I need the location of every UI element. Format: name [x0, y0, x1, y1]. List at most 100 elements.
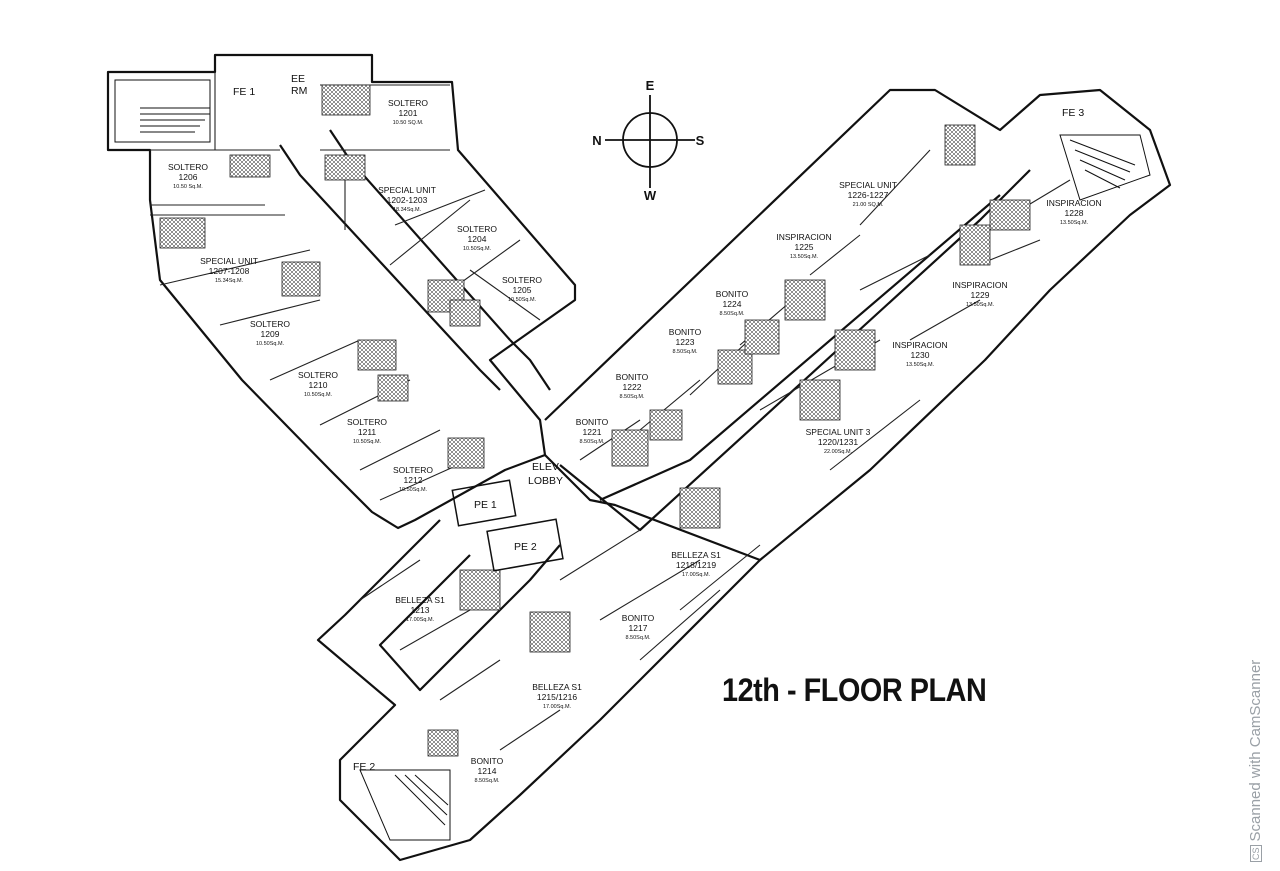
- compass-s: S: [696, 133, 705, 148]
- unit-1218: BELLEZA S1 1218/1219 17.00Sq.M.: [671, 550, 721, 578]
- svg-text:SOLTERO: SOLTERO: [298, 370, 338, 380]
- svg-text:INSPIRACION: INSPIRACION: [776, 232, 831, 242]
- svg-text:1228: 1228: [1065, 208, 1084, 218]
- svg-text:SPECIAL UNIT: SPECIAL UNIT: [200, 256, 258, 266]
- unit-1206: SOLTERO 1206 10.50 Sq.M.: [168, 162, 208, 190]
- svg-text:1221: 1221: [583, 427, 602, 437]
- fe2-label: FE 2: [353, 761, 375, 773]
- unit-1210: SOLTERO 1210 10.50Sq.M.: [298, 370, 338, 398]
- svg-text:1217: 1217: [629, 623, 648, 633]
- unit-1213: BELLEZA S1 1213 17.00Sq.M.: [395, 595, 445, 623]
- unit-1201: SOLTERO 1201 10.50 SQ.M.: [388, 98, 428, 126]
- svg-text:BONITO: BONITO: [716, 289, 749, 299]
- unit-1204: SOLTERO 1204 10.50Sq.M.: [457, 224, 497, 252]
- svg-text:1225: 1225: [795, 242, 814, 252]
- svg-text:SOLTERO: SOLTERO: [168, 162, 208, 172]
- svg-text:1209: 1209: [261, 329, 280, 339]
- rm-label: RM: [291, 85, 307, 97]
- unit-1230: INSPIRACION 1230 13.50Sq.M.: [892, 340, 947, 368]
- svg-text:1230: 1230: [911, 350, 930, 360]
- compass-e: E: [646, 78, 655, 93]
- unit-1225: INSPIRACION 1225 13.50Sq.M.: [776, 232, 831, 260]
- svg-text:8.50Sq.M.: 8.50Sq.M.: [672, 349, 698, 355]
- svg-text:8.50Sq.M.: 8.50Sq.M.: [579, 439, 605, 445]
- svg-text:1215/1216: 1215/1216: [537, 692, 577, 702]
- svg-text:1206: 1206: [179, 172, 198, 182]
- pe2-label: PE 2: [514, 541, 537, 553]
- svg-text:1226-1227: 1226-1227: [848, 190, 889, 200]
- svg-text:BONITO: BONITO: [576, 417, 609, 427]
- svg-text:1224: 1224: [723, 299, 742, 309]
- svg-text:1211: 1211: [358, 427, 377, 437]
- svg-text:1212: 1212: [404, 475, 423, 485]
- svg-text:SOLTERO: SOLTERO: [457, 224, 497, 234]
- unit-1207: SPECIAL UNIT 1207-1208 15.34Sq.M.: [200, 256, 258, 284]
- fe3-label: FE 3: [1062, 107, 1084, 119]
- svg-text:BELLEZA S1: BELLEZA S1: [671, 550, 721, 560]
- unit-1222: BONITO 1222 8.50Sq.M.: [616, 372, 649, 400]
- compass-n: N: [592, 133, 601, 148]
- unit-1215: BELLEZA S1 1215/1216 17.00Sq.M.: [532, 682, 582, 710]
- unit-1221: BONITO 1221 8.50Sq.M.: [576, 417, 609, 445]
- svg-text:15.34Sq.M.: 15.34Sq.M.: [215, 278, 244, 284]
- unit-partitions: [150, 72, 1071, 751]
- bathroom-tiles: [159, 84, 1031, 757]
- svg-text:1222: 1222: [623, 382, 642, 392]
- svg-text:1201: 1201: [399, 108, 418, 118]
- svg-text:1218/1219: 1218/1219: [676, 560, 716, 570]
- svg-text:BONITO: BONITO: [471, 756, 504, 766]
- compass-labels: E N S W: [592, 78, 704, 203]
- scanner-watermark: CS Scanned with CamScanner: [1247, 659, 1264, 862]
- svg-text:1223: 1223: [676, 337, 695, 347]
- unit-1205: SOLTERO 1205 10.50Sq.M.: [502, 275, 542, 303]
- unit-1228: INSPIRACION 1228 13.50Sq.M.: [1046, 198, 1101, 226]
- svg-text:17.00Sq.M.: 17.00Sq.M.: [406, 617, 435, 623]
- unit-1211: SOLTERO 1211 10.50Sq.M.: [347, 417, 387, 445]
- svg-text:INSPIRACION: INSPIRACION: [952, 280, 1007, 290]
- svg-text:10.50Sq.M.: 10.50Sq.M.: [463, 246, 492, 252]
- svg-text:8.50Sq.M.: 8.50Sq.M.: [719, 311, 745, 317]
- unit-1226: SPECIAL UNIT 1226-1227 21.00 SQ.M.: [839, 180, 897, 208]
- svg-text:BELLEZA S1: BELLEZA S1: [395, 595, 445, 605]
- svg-text:10.50 SQ.M.: 10.50 SQ.M.: [393, 120, 424, 126]
- unit-1214: BONITO 1214 8.50Sq.M.: [471, 756, 504, 784]
- svg-text:INSPIRACION: INSPIRACION: [892, 340, 947, 350]
- camscanner-logo-icon: CS: [1250, 845, 1263, 862]
- svg-text:SPECIAL UNIT 3: SPECIAL UNIT 3: [806, 427, 871, 437]
- svg-text:1220/1231: 1220/1231: [818, 437, 858, 447]
- compass: [605, 95, 695, 188]
- svg-text:BONITO: BONITO: [622, 613, 655, 623]
- svg-text:8.50Sq.M.: 8.50Sq.M.: [625, 635, 651, 641]
- pe1-label: PE 1: [474, 499, 497, 511]
- svg-text:17.00Sq.M.: 17.00Sq.M.: [682, 572, 711, 578]
- svg-text:1202-1203: 1202-1203: [387, 195, 428, 205]
- watermark-text: Scanned with CamScanner: [1247, 659, 1264, 842]
- svg-text:1210: 1210: [309, 380, 328, 390]
- svg-text:8.50Sq.M.: 8.50Sq.M.: [474, 778, 500, 784]
- svg-text:INSPIRACION: INSPIRACION: [1046, 198, 1101, 208]
- svg-text:10.50Sq.M.: 10.50Sq.M.: [399, 487, 428, 493]
- svg-text:SPECIAL UNIT: SPECIAL UNIT: [378, 185, 436, 195]
- svg-text:1207-1208: 1207-1208: [209, 266, 250, 276]
- svg-text:21.00 SQ.M.: 21.00 SQ.M.: [853, 202, 884, 208]
- svg-text:13.50Sq.M.: 13.50Sq.M.: [966, 302, 995, 308]
- unit-1209: SOLTERO 1209 10.50Sq.M.: [250, 319, 290, 347]
- service-labels: FE 1 FE 3 FE 2 EE RM ELEV LOBBY PE 1 PE …: [233, 73, 1084, 773]
- svg-text:BONITO: BONITO: [616, 372, 649, 382]
- svg-text:SOLTERO: SOLTERO: [388, 98, 428, 108]
- unit-labels: SOLTERO 1201 10.50 SQ.M. SPECIAL UNIT 12…: [168, 98, 1102, 784]
- lobby-label: LOBBY: [528, 475, 563, 487]
- unit-1223: BONITO 1223 8.50Sq.M.: [669, 327, 702, 355]
- unit-1217: BONITO 1217 8.50Sq.M.: [622, 613, 655, 641]
- svg-text:13.50Sq.M.: 13.50Sq.M.: [1060, 220, 1089, 226]
- svg-text:10.50Sq.M.: 10.50Sq.M.: [508, 297, 537, 303]
- unit-1224: BONITO 1224 8.50Sq.M.: [716, 289, 749, 317]
- svg-text:17.00Sq.M.: 17.00Sq.M.: [543, 704, 572, 710]
- svg-text:8.50Sq.M.: 8.50Sq.M.: [619, 394, 645, 400]
- elev-label: ELEV: [532, 461, 559, 473]
- svg-text:10.50Sq.M.: 10.50Sq.M.: [353, 439, 382, 445]
- svg-text:1229: 1229: [971, 290, 990, 300]
- unit-1212: SOLTERO 1212 10.50Sq.M.: [393, 465, 433, 493]
- svg-text:1213: 1213: [411, 605, 430, 615]
